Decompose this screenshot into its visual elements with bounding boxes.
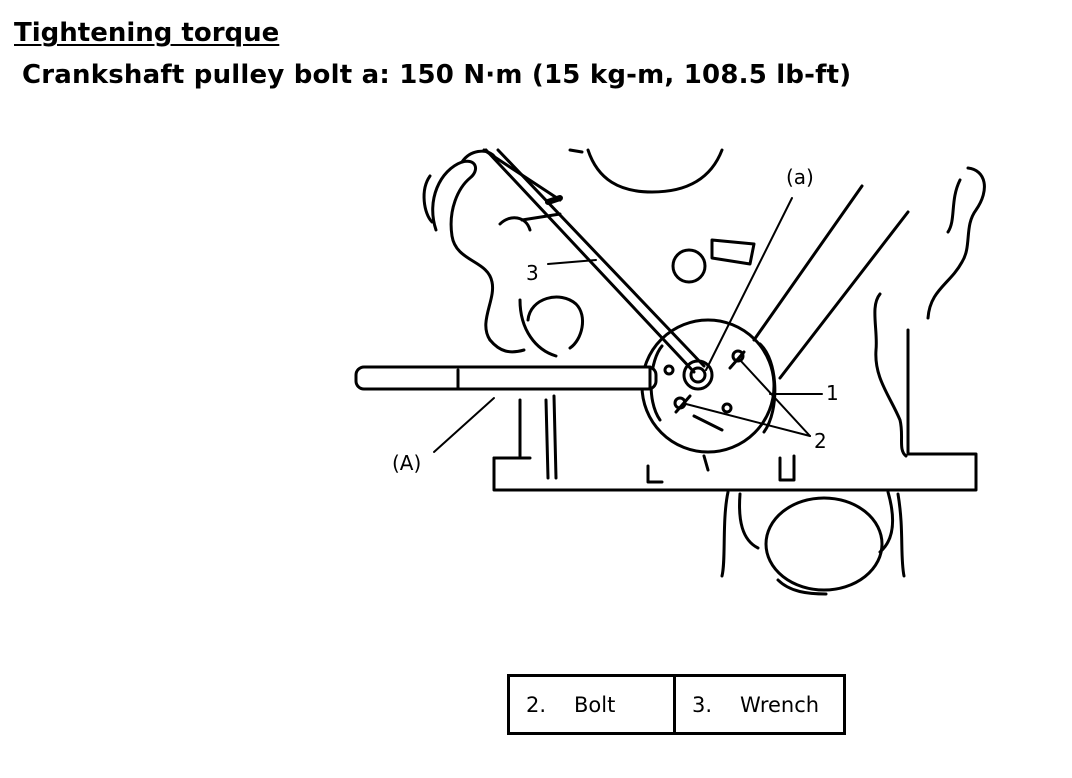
torque-specification: Crankshaft pulley bolt a: 150 N·m (15 kg…: [22, 60, 852, 90]
label-1: 1: [826, 381, 839, 405]
leader-lines: [433, 197, 823, 453]
tightening-torque-heading: Tightening torque: [14, 18, 280, 48]
legend-cell-bolt: 2. Bolt: [507, 674, 676, 735]
parts-legend: 2. Bolt 3. Wrench: [507, 674, 846, 735]
crankshaft-pulley-diagram: (a) 3 1 2 (A): [350, 140, 1000, 600]
engine-block-outline: [422, 148, 986, 492]
legend-name: Bolt: [574, 692, 616, 717]
label-2: 2: [814, 429, 827, 453]
label-a: (a): [786, 165, 814, 189]
tab-plate: [710, 238, 756, 266]
legend-number: 2.: [526, 692, 547, 717]
legend-cell-wrench: 3. Wrench: [673, 674, 846, 735]
torque-wrench: [354, 365, 658, 391]
legend-number: 3.: [692, 692, 713, 717]
label-3: 3: [526, 261, 539, 285]
legend-name: Wrench: [740, 692, 820, 717]
lower-pulley: [720, 490, 906, 596]
label-A: (A): [392, 451, 421, 475]
boss-circle: [671, 248, 707, 284]
